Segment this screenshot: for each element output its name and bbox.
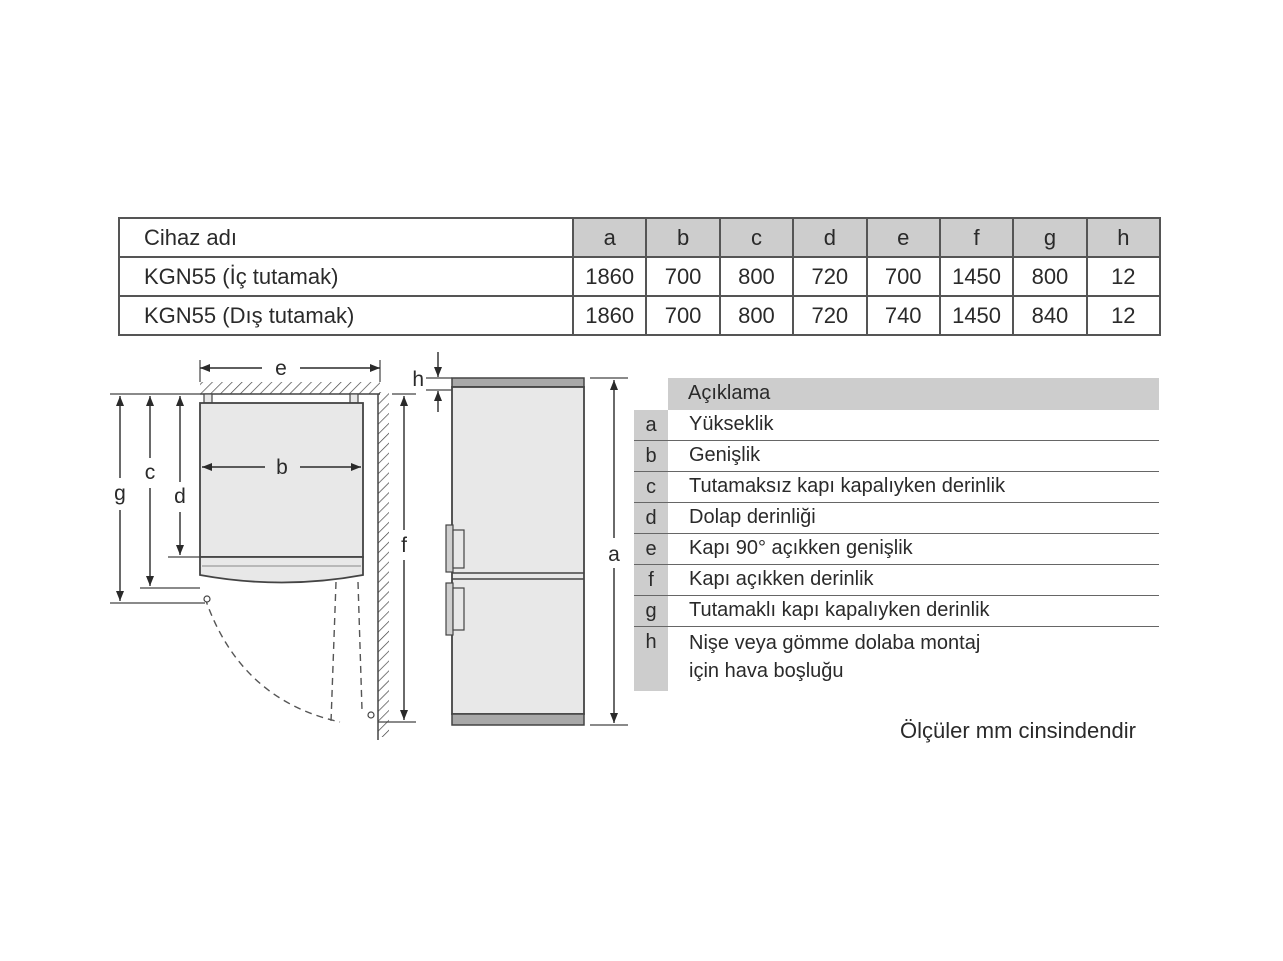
table-cell: 700: [865, 256, 941, 297]
legend-text: Genişlik: [689, 444, 761, 466]
table-cell: 800: [1012, 256, 1088, 297]
legend-key: c: [634, 472, 668, 502]
table-header-row: Cihaz adı a b c d e f g h: [118, 217, 1162, 258]
legend-key: g: [634, 596, 668, 626]
table-cell: 800: [718, 256, 795, 297]
table-cell: 800: [718, 295, 795, 336]
table-row: KGN55 (Dış tutamak) 1860 700 800 720 740…: [118, 295, 1162, 336]
table-cell: 1450: [938, 256, 1015, 297]
table-cell: KGN55 (İç tutamak): [118, 256, 574, 297]
table-cell: KGN55 (Dış tutamak): [118, 295, 574, 336]
legend-text-line: Nişe veya gömme dolaba montaj: [689, 632, 981, 654]
fridge-body-top: [199, 402, 364, 558]
closed-door: [199, 556, 364, 584]
legend-key: b: [634, 441, 668, 471]
table-cell: 1450: [938, 295, 1015, 336]
legend-key: h: [634, 627, 668, 691]
table-header-cell: a: [571, 217, 648, 258]
door-swing-arc: [204, 597, 341, 723]
legend-text: Dolap derinliği: [689, 506, 816, 528]
table-cell: 12: [1085, 256, 1162, 297]
door-handle-lower: [445, 582, 454, 636]
dim-label-d: d: [174, 485, 186, 508]
hinge-left: [203, 393, 213, 404]
wall-top-hatch: [200, 382, 380, 394]
dim-label-c: c: [145, 461, 156, 484]
dim-label-g: g: [114, 482, 126, 505]
legend-text: Yükseklik: [689, 413, 774, 435]
legend-item: a Yükseklik: [634, 410, 1159, 441]
legend-item: g Tutamaklı kapı kapalıyken derinlik: [634, 596, 1159, 627]
door-handle-upper: [445, 524, 454, 573]
legend-item: b Genişlik: [634, 441, 1159, 472]
table-row: KGN55 (İç tutamak) 1860 700 800 720 700 …: [118, 256, 1162, 297]
legend-item: c Tutamaksız kapı kapalıyken derinlik: [634, 472, 1159, 503]
open-door-outline: [330, 581, 363, 723]
legend-item: d Dolap derinliği: [634, 503, 1159, 534]
table-cell: 720: [792, 256, 868, 297]
wall-side-hatch: [378, 392, 389, 737]
table-cell: 720: [792, 295, 868, 336]
table-cell: 840: [1012, 295, 1088, 336]
legend-key: e: [634, 534, 668, 564]
table-cell: 12: [1085, 295, 1162, 336]
table-header-cell: b: [645, 217, 721, 258]
legend-item: h Nişe veya gömme dolaba montaj için hav…: [634, 627, 1159, 691]
legend-title: Açıklama: [668, 378, 1159, 410]
table-header-cell: d: [792, 217, 868, 258]
top-view: e b g c d f: [110, 357, 416, 740]
side-view: h a: [412, 352, 628, 726]
legend-item: f Kapı açıkken derinlik: [634, 565, 1159, 596]
legend-key: a: [634, 410, 668, 440]
door-handle-lower-grip: [452, 587, 465, 631]
fridge-base-panel: [451, 713, 585, 726]
legend-item: e Kapı 90° açıkken genişlik: [634, 534, 1159, 565]
table-cell: 1860: [571, 295, 648, 336]
table-cell: 700: [645, 256, 721, 297]
dim-label-h: h: [412, 368, 424, 391]
legend-text: Kapı açıkken derinlik: [689, 568, 874, 590]
legend-key: f: [634, 565, 668, 595]
dim-label-f: f: [401, 534, 407, 557]
legend-text: Tutamaklı kapı kapalıyken derinlik: [689, 599, 990, 621]
hinge-pivot-open: [367, 711, 375, 719]
fridge-top-panel: [451, 377, 585, 388]
table-cell: 1860: [571, 256, 648, 297]
table-header-cell: g: [1012, 217, 1088, 258]
legend-text-line: için hava boşluğu: [689, 660, 844, 682]
dim-label-b: b: [276, 456, 288, 479]
legend-text: Kapı 90° açıkken genişlik: [689, 537, 913, 559]
table-header-cell: f: [938, 217, 1015, 258]
door-handle-upper-grip: [452, 529, 465, 569]
legend-text: Nişe veya gömme dolaba montaj için hava …: [689, 629, 980, 685]
table-header-cell: e: [865, 217, 941, 258]
dim-label-a: a: [608, 543, 620, 566]
dimension-table: Cihaz adı a b c d e f g h KGN55 (İç tuta…: [118, 217, 1162, 336]
legend-title-text: Açıklama: [688, 382, 771, 404]
units-note: Ölçüler mm cinsindendir: [900, 718, 1136, 743]
dim-label-e: e: [275, 357, 287, 380]
hinge-right: [349, 393, 359, 404]
table-header-cell: c: [718, 217, 795, 258]
table-cell: 700: [645, 295, 721, 336]
legend-text: Tutamaksız kapı kapalıyken derinlik: [689, 475, 1006, 497]
table-header-cell: h: [1085, 217, 1162, 258]
table-cell: 740: [865, 295, 941, 336]
table-header-cell: Cihaz adı: [118, 217, 574, 258]
legend-key: d: [634, 503, 668, 533]
hinge-pivot-closed: [203, 595, 211, 603]
fridge-body-side: [451, 386, 585, 715]
